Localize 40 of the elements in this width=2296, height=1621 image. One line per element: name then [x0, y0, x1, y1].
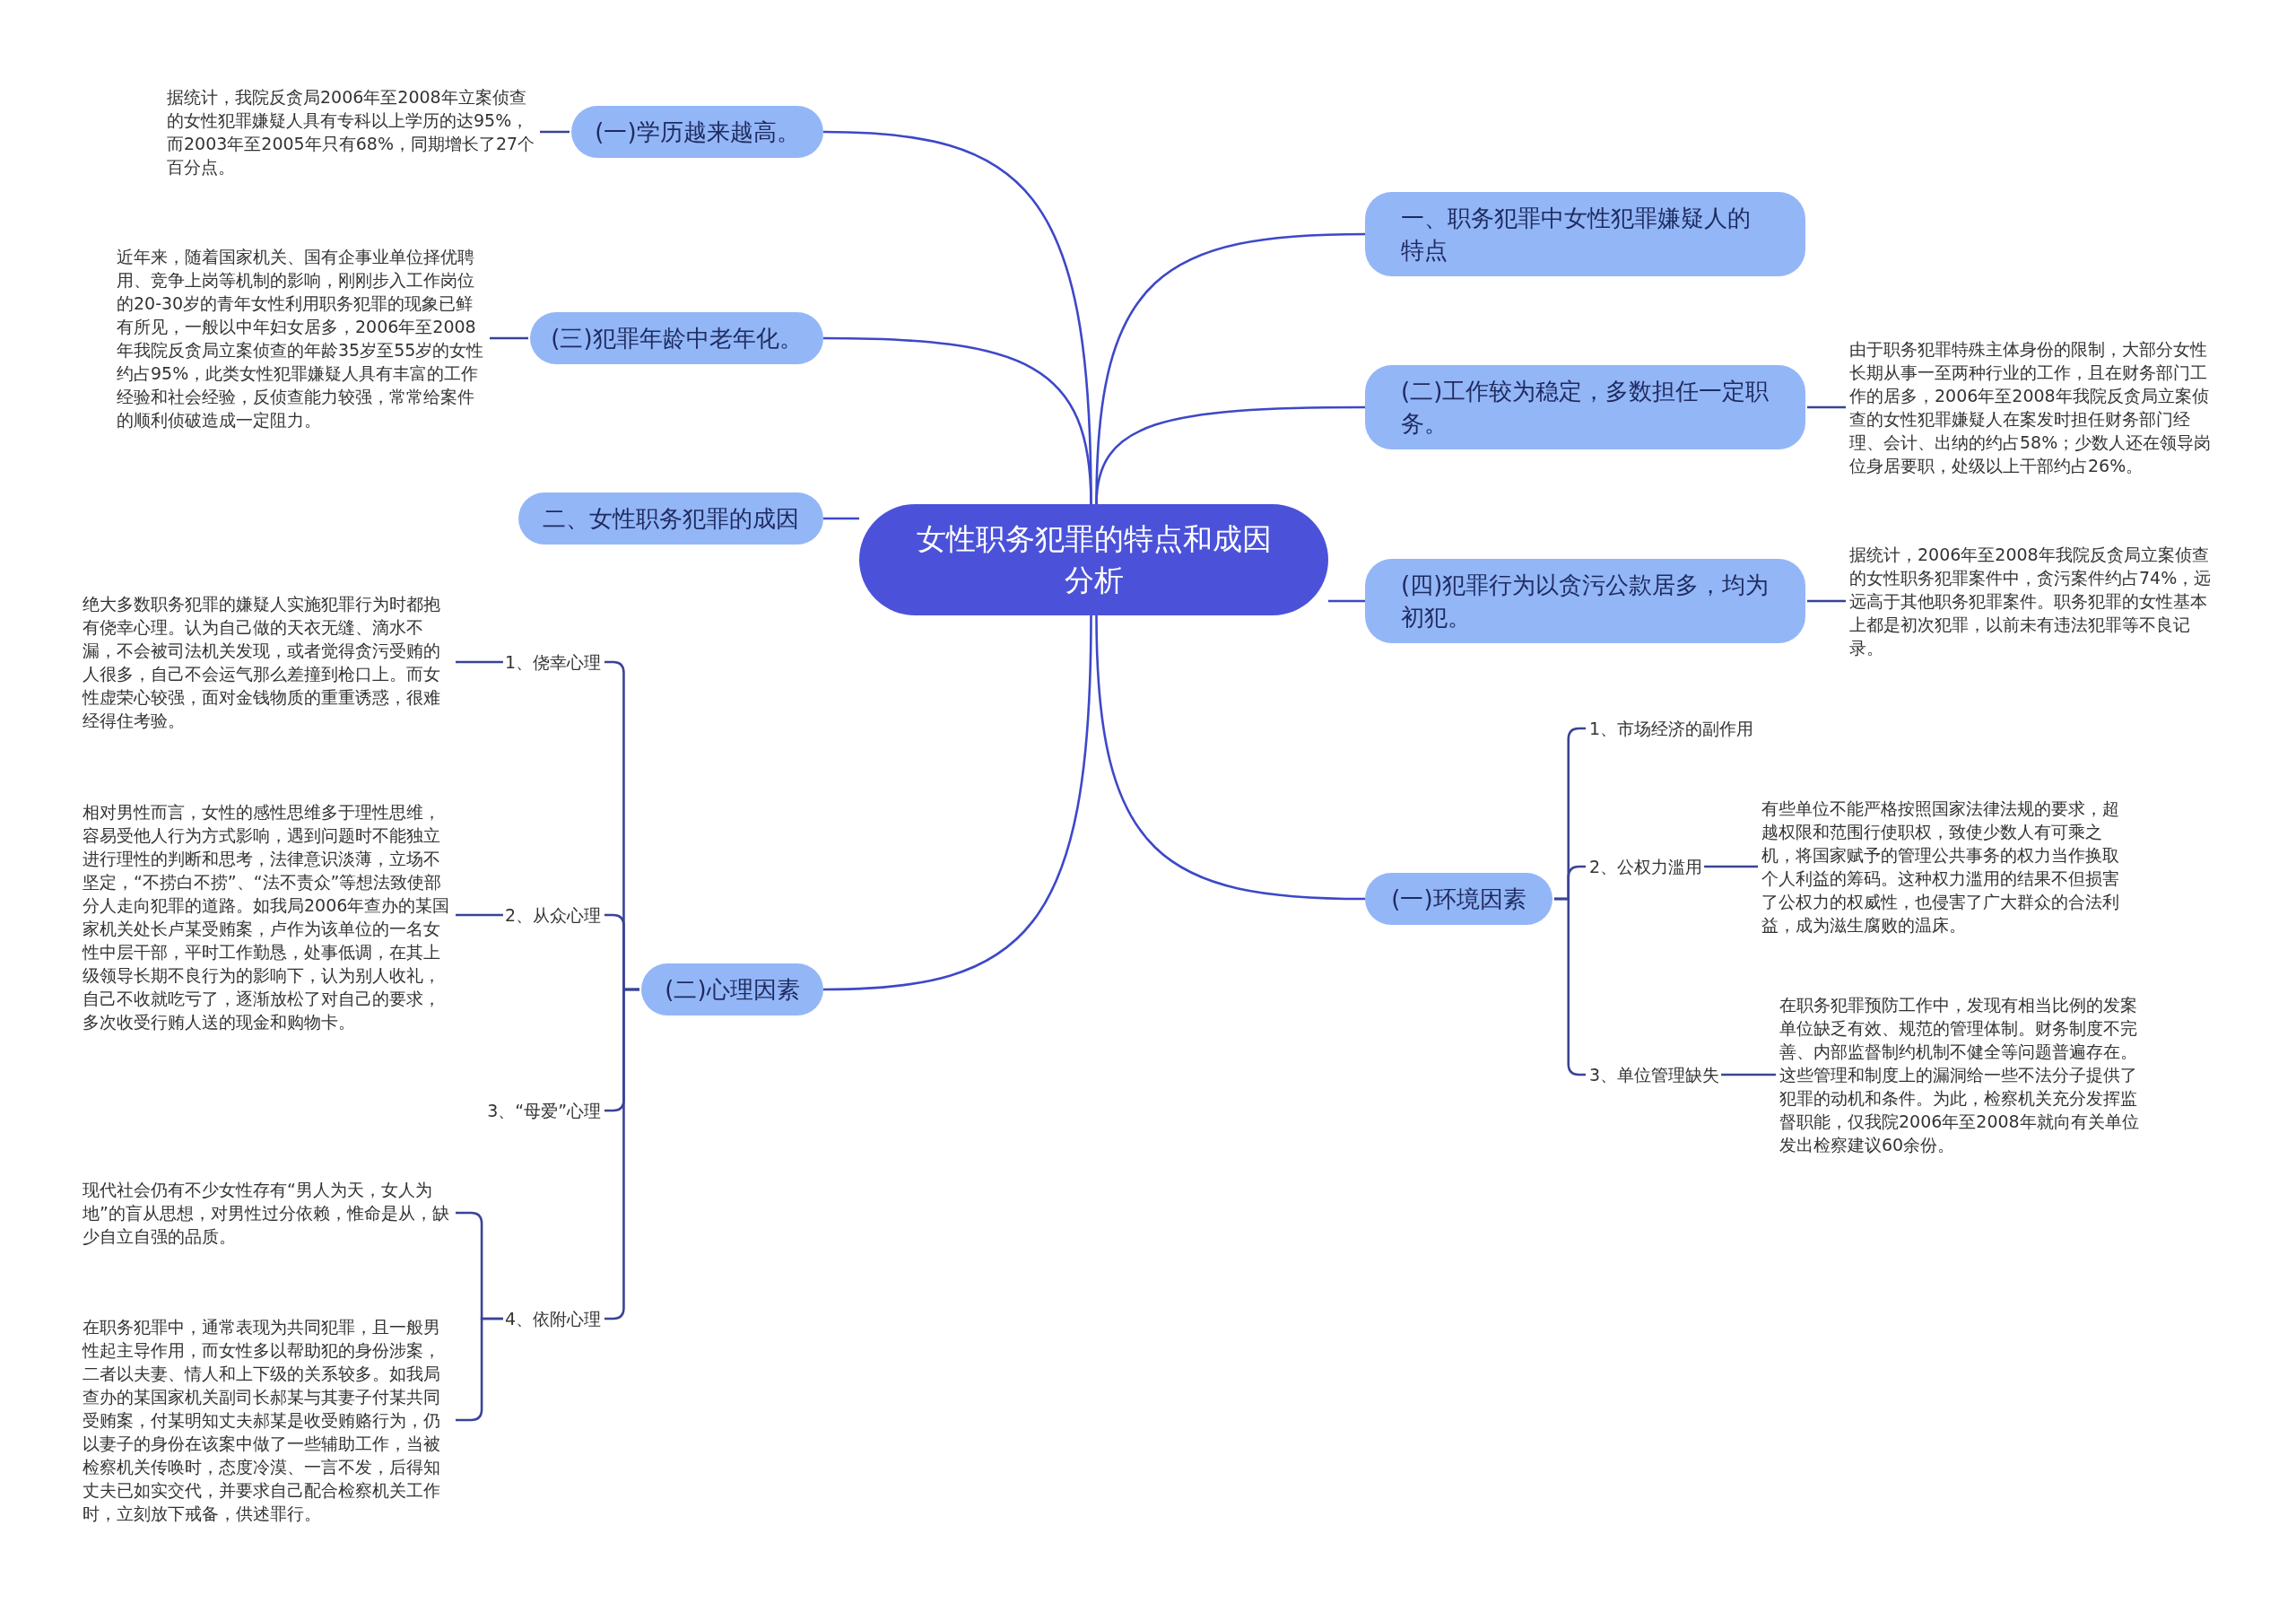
connector-line — [823, 336, 1092, 505]
topic-box: (一)学历越来越高。 — [571, 106, 823, 158]
topic-box: 一、职务犯罪中女性犯罪嫌疑人的特点 — [1365, 192, 1805, 276]
subtopic-label: 2、从众心理 — [504, 903, 601, 927]
connector-line — [1095, 614, 1366, 901]
subtopic-label: 1、侥幸心理 — [504, 650, 601, 674]
note-text: 在职务犯罪中，通常表现为共同犯罪，且一般男性起主导作用，而女性多以帮助犯的身份涉案，二者以夫妻、情人和上下级的关系较多。如我局查办的某国家机关副司长郝某与其妻子付某共同受贿案，付某明知丈夫郝某是收受贿赂行为，仍以妻子的身份在该案中做了一些辅助工作，当被检察机关传唤时，态度冷漠、一言不发，后得知丈夫已如实交代，并要求自己配合检察机关工作时，立刻放下戒备，供述罪行。 — [83, 1315, 452, 1525]
connector-line — [823, 517, 859, 520]
note-text: 近年来，随着国家机关、国有企事业单位择优聘用、竞争上岗等机制的影响，刚刚步入工作岗位的20-30岁的青年女性利用职务犯罪的现象已鲜有所见，一般以中年妇女居多，2006年至2008年我院反贪局立案侦查的年龄35岁至55岁的女性约占95%，此类女性犯罪嫌疑人具有丰富的工作经验和社会经验，反侦查能力较强，常常给案件的顺利侦破造成一定阻力。 — [117, 245, 486, 431]
note-text: 由于职务犯罪特殊主体身份的限制，大部分女性长期从事一至两种行业的工作，且在财务部门工作的居多，2006年至2008年我院反贪局立案侦查的女性犯罪嫌疑人在案发时担任财务部门经理、会计、出纳的约占58%；少数人还在领导岗位身居要职，处级以上干部约占26%。 — [1849, 337, 2219, 477]
subtopic-label: 4、依附心理 — [504, 1307, 601, 1330]
note-text: 相对男性而言，女性的感性思维多于理性思维，容易受他人行为方式影响，遇到问题时不能独立进行理性的判断和思考，法律意识淡薄，立场不坚定，“不捞白不捞”、“法不责众”等想法致使部分人走向犯罪的道路。如我局2006年查办的某国家机关处长卢某受贿案，卢作为该单位的一名女性中层干部，平时工作勤恳，处事低调，在其上级领导长期不良行为的影响下，认为别人收礼，自己不收就吃亏了，逐渐放松了对自己的要求，多次收受行贿人送的现金和购物卡。 — [83, 800, 452, 1033]
note-text: 在职务犯罪预防工作中，发现有相当比例的发案单位缺乏有效、规范的管理体制。财务制度不完善、内部监督制约机制不健全等问题普遍存在。这些管理和制度上的漏洞给一些不法分子提供了犯罪的动机和条件。为此，检察机关充分发挥监督职能，仅我院2006年至2008年就向有关单位发出检察建议60余份。 — [1779, 993, 2149, 1156]
connector-line — [1704, 865, 1758, 868]
connector-line — [1328, 599, 1365, 603]
connector-line — [456, 913, 503, 917]
topic-box: (三)犯罪年龄中老年化。 — [530, 312, 823, 364]
topic-box: (二)心理因素 — [641, 963, 823, 1015]
connector-line — [1807, 405, 1846, 409]
connector-line — [822, 614, 1092, 991]
connector-line — [1721, 1073, 1776, 1076]
note-text: 有些单位不能严格按照国家法律法规的要求，超越权限和范围行使职权，致使少数人有可乘之机，将国家赋予的管理公共事务的权力当作换取个人利益的筹码。这种权力滥用的结果不但损害了公权力的权威性，也侵害了广大群众的合法利益，成为滋生腐败的温床。 — [1761, 797, 2131, 937]
connector-line — [540, 130, 570, 134]
topic-box: (四)犯罪行为以贪污公款居多，均为初犯。 — [1365, 559, 1805, 643]
note-text: 据统计，2006年至2008年我院反贪局立案侦查的女性职务犯罪案件中，贪污案件约占74%，远远高于其他职务犯罪案件。职务犯罪的女性基本上都是初次犯罪，以前未有违法犯罪等不良记录。 — [1849, 543, 2219, 659]
connector-line — [1807, 599, 1846, 603]
note-text: 据统计，我院反贪局2006年至2008年立案侦查的女性犯罪嫌疑人具有专科以上学历的达95%，而2003年至2005年只有68%，同期增长了27个百分点。 — [167, 85, 536, 179]
subtopic-label: 2、公权力滥用 — [1589, 855, 1703, 878]
topic-box: (二)工作较为稳定，多数担任一定职务。 — [1365, 365, 1805, 449]
connector-line — [456, 660, 503, 664]
topic-box: (一)环境因素 — [1365, 873, 1552, 925]
topic-box: 二、女性职务犯罪的成因 — [518, 492, 823, 545]
subtopic-label: 3、“母爱”心理 — [487, 1099, 601, 1122]
subtopic-label: 1、市场经济的副作用 — [1589, 717, 1754, 740]
note-text: 绝大多数职务犯罪的嫌疑人实施犯罪行为时都抱有侥幸心理。认为自己做的天衣无缝、滴水不漏，不会被司法机关发现，或者觉得贪污受贿的人很多，自己不会运气那么差撞到枪口上。而女性虚荣心较强，面对金钱物质的重重诱惑，很难经得住考验。 — [83, 592, 452, 732]
central-topic-box: 女性职务犯罪的特点和成因分析 — [859, 504, 1328, 615]
connector-line — [490, 336, 528, 340]
connector-line — [1095, 405, 1365, 505]
note-text: 现代社会仍有不少女性存有“男人为天，女人为地”的盲从思想，对男性过分依赖，惟命是从，缺少自立自强的品质。 — [83, 1178, 452, 1248]
subtopic-label: 3、单位管理缺失 — [1589, 1063, 1720, 1086]
